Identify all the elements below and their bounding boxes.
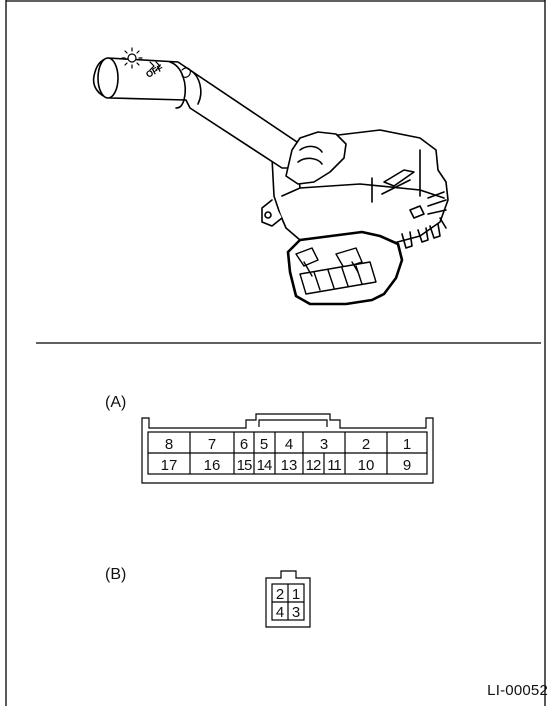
pin-label: 4 xyxy=(285,436,293,453)
pin-label: 11 xyxy=(327,457,341,474)
connector-a-label: (A) xyxy=(105,394,127,411)
combination-switch-illustration xyxy=(92,47,449,306)
connector-b-pins: 2 1 4 3 xyxy=(276,586,300,621)
pin-label: 2 xyxy=(362,436,370,453)
headlight-symbol xyxy=(121,47,143,69)
pin-label: 3 xyxy=(292,604,300,621)
pin-label: 12 xyxy=(306,457,321,474)
pin-label: 2 xyxy=(276,586,284,603)
connector-a-pins: 8 7 6 5 4 3 2 1 17 16 15 14 13 12 11 10 … xyxy=(161,436,412,474)
pin-label: 5 xyxy=(260,436,268,453)
pin-label: 7 xyxy=(208,436,216,453)
page-border xyxy=(5,0,546,706)
connector-b-label: (B) xyxy=(105,566,127,583)
pin-label: 17 xyxy=(161,457,178,474)
fog-light-symbol xyxy=(181,67,191,78)
connector-a xyxy=(141,413,434,484)
pin-label: 1 xyxy=(292,586,300,603)
pin-label: 13 xyxy=(281,457,298,474)
pin-label: 16 xyxy=(204,457,221,474)
parking-light-symbol xyxy=(149,61,161,71)
pin-label: 9 xyxy=(403,457,411,474)
pin-label: 14 xyxy=(257,457,272,474)
pin-label: 3 xyxy=(320,436,328,453)
pin-label: 10 xyxy=(358,457,375,474)
pin-label: 8 xyxy=(165,436,173,453)
pin-label: 6 xyxy=(240,436,248,453)
figure-id: LI-00052 xyxy=(487,682,548,699)
connector-b xyxy=(265,570,311,628)
pin-label: 1 xyxy=(403,436,411,453)
pin-label: 4 xyxy=(276,604,284,621)
pin-label: 15 xyxy=(237,457,252,474)
